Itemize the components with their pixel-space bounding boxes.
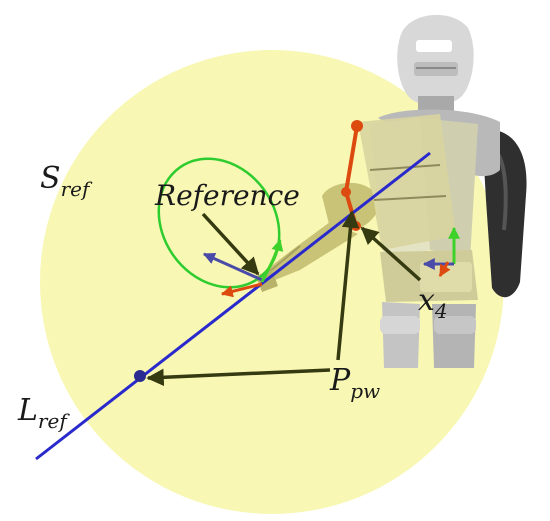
x4-frame xyxy=(422,226,460,278)
pointer-arrows xyxy=(146,210,422,387)
x4-pointer-arrow xyxy=(360,226,422,282)
ppw-pointer-up-arrow xyxy=(336,210,360,361)
chain-joint-shoulder xyxy=(351,120,363,132)
humanoid-robot xyxy=(256,14,527,368)
reference-frame xyxy=(202,238,284,298)
reference-label: Reference xyxy=(154,179,300,212)
ppw-pointer-left-arrow xyxy=(146,368,331,387)
reference-line xyxy=(35,151,431,461)
chain-joint-elbow xyxy=(341,187,351,197)
s-ref-label: Sref xyxy=(40,161,93,201)
projected-point xyxy=(134,370,146,382)
reference-pointer-arrow xyxy=(201,212,260,276)
x4-label: x4 xyxy=(418,283,448,323)
p-pw-label: Ppw xyxy=(329,363,380,403)
l-ref-label: Lref xyxy=(17,393,70,433)
